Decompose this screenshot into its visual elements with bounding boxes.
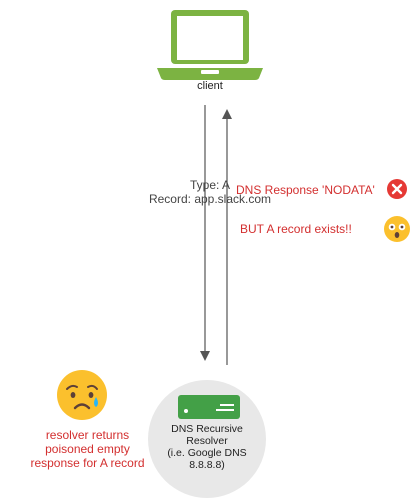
query-record: Record: app.slack.com (148, 192, 272, 206)
resolver-label-line: 8.8.8.8) (189, 459, 225, 471)
crying-emoji-icon (57, 370, 107, 420)
query-type: Type: A (189, 178, 231, 192)
query-label: Type: A Record: app.slack.com (110, 178, 310, 206)
request-response-arrows (200, 105, 232, 365)
response-status: DNS Response 'NODATA' (236, 183, 375, 197)
shocked-emoji-icon (384, 216, 410, 242)
victim-note-line: response for A record (30, 456, 145, 470)
server-icon (178, 395, 240, 419)
client-label: client (197, 80, 223, 92)
resolver-label: DNS Recursive Resolver (i.e. Google DNS … (155, 423, 259, 471)
resolver-label-line: (i.e. Google DNS (167, 447, 247, 459)
laptop-icon (157, 10, 263, 80)
resolver-label-line: DNS Recursive (171, 423, 243, 435)
victim-note-line: poisoned empty (45, 442, 130, 456)
request-arrow (200, 105, 210, 361)
response-note: BUT A record exists!! (240, 222, 352, 236)
response-arrow (222, 109, 232, 365)
resolver-label-line: Resolver (186, 435, 228, 447)
x-circle-icon (387, 179, 407, 199)
victim-note: resolver returns poisoned empty response… (15, 428, 160, 470)
victim-note-line: resolver returns (45, 428, 130, 442)
